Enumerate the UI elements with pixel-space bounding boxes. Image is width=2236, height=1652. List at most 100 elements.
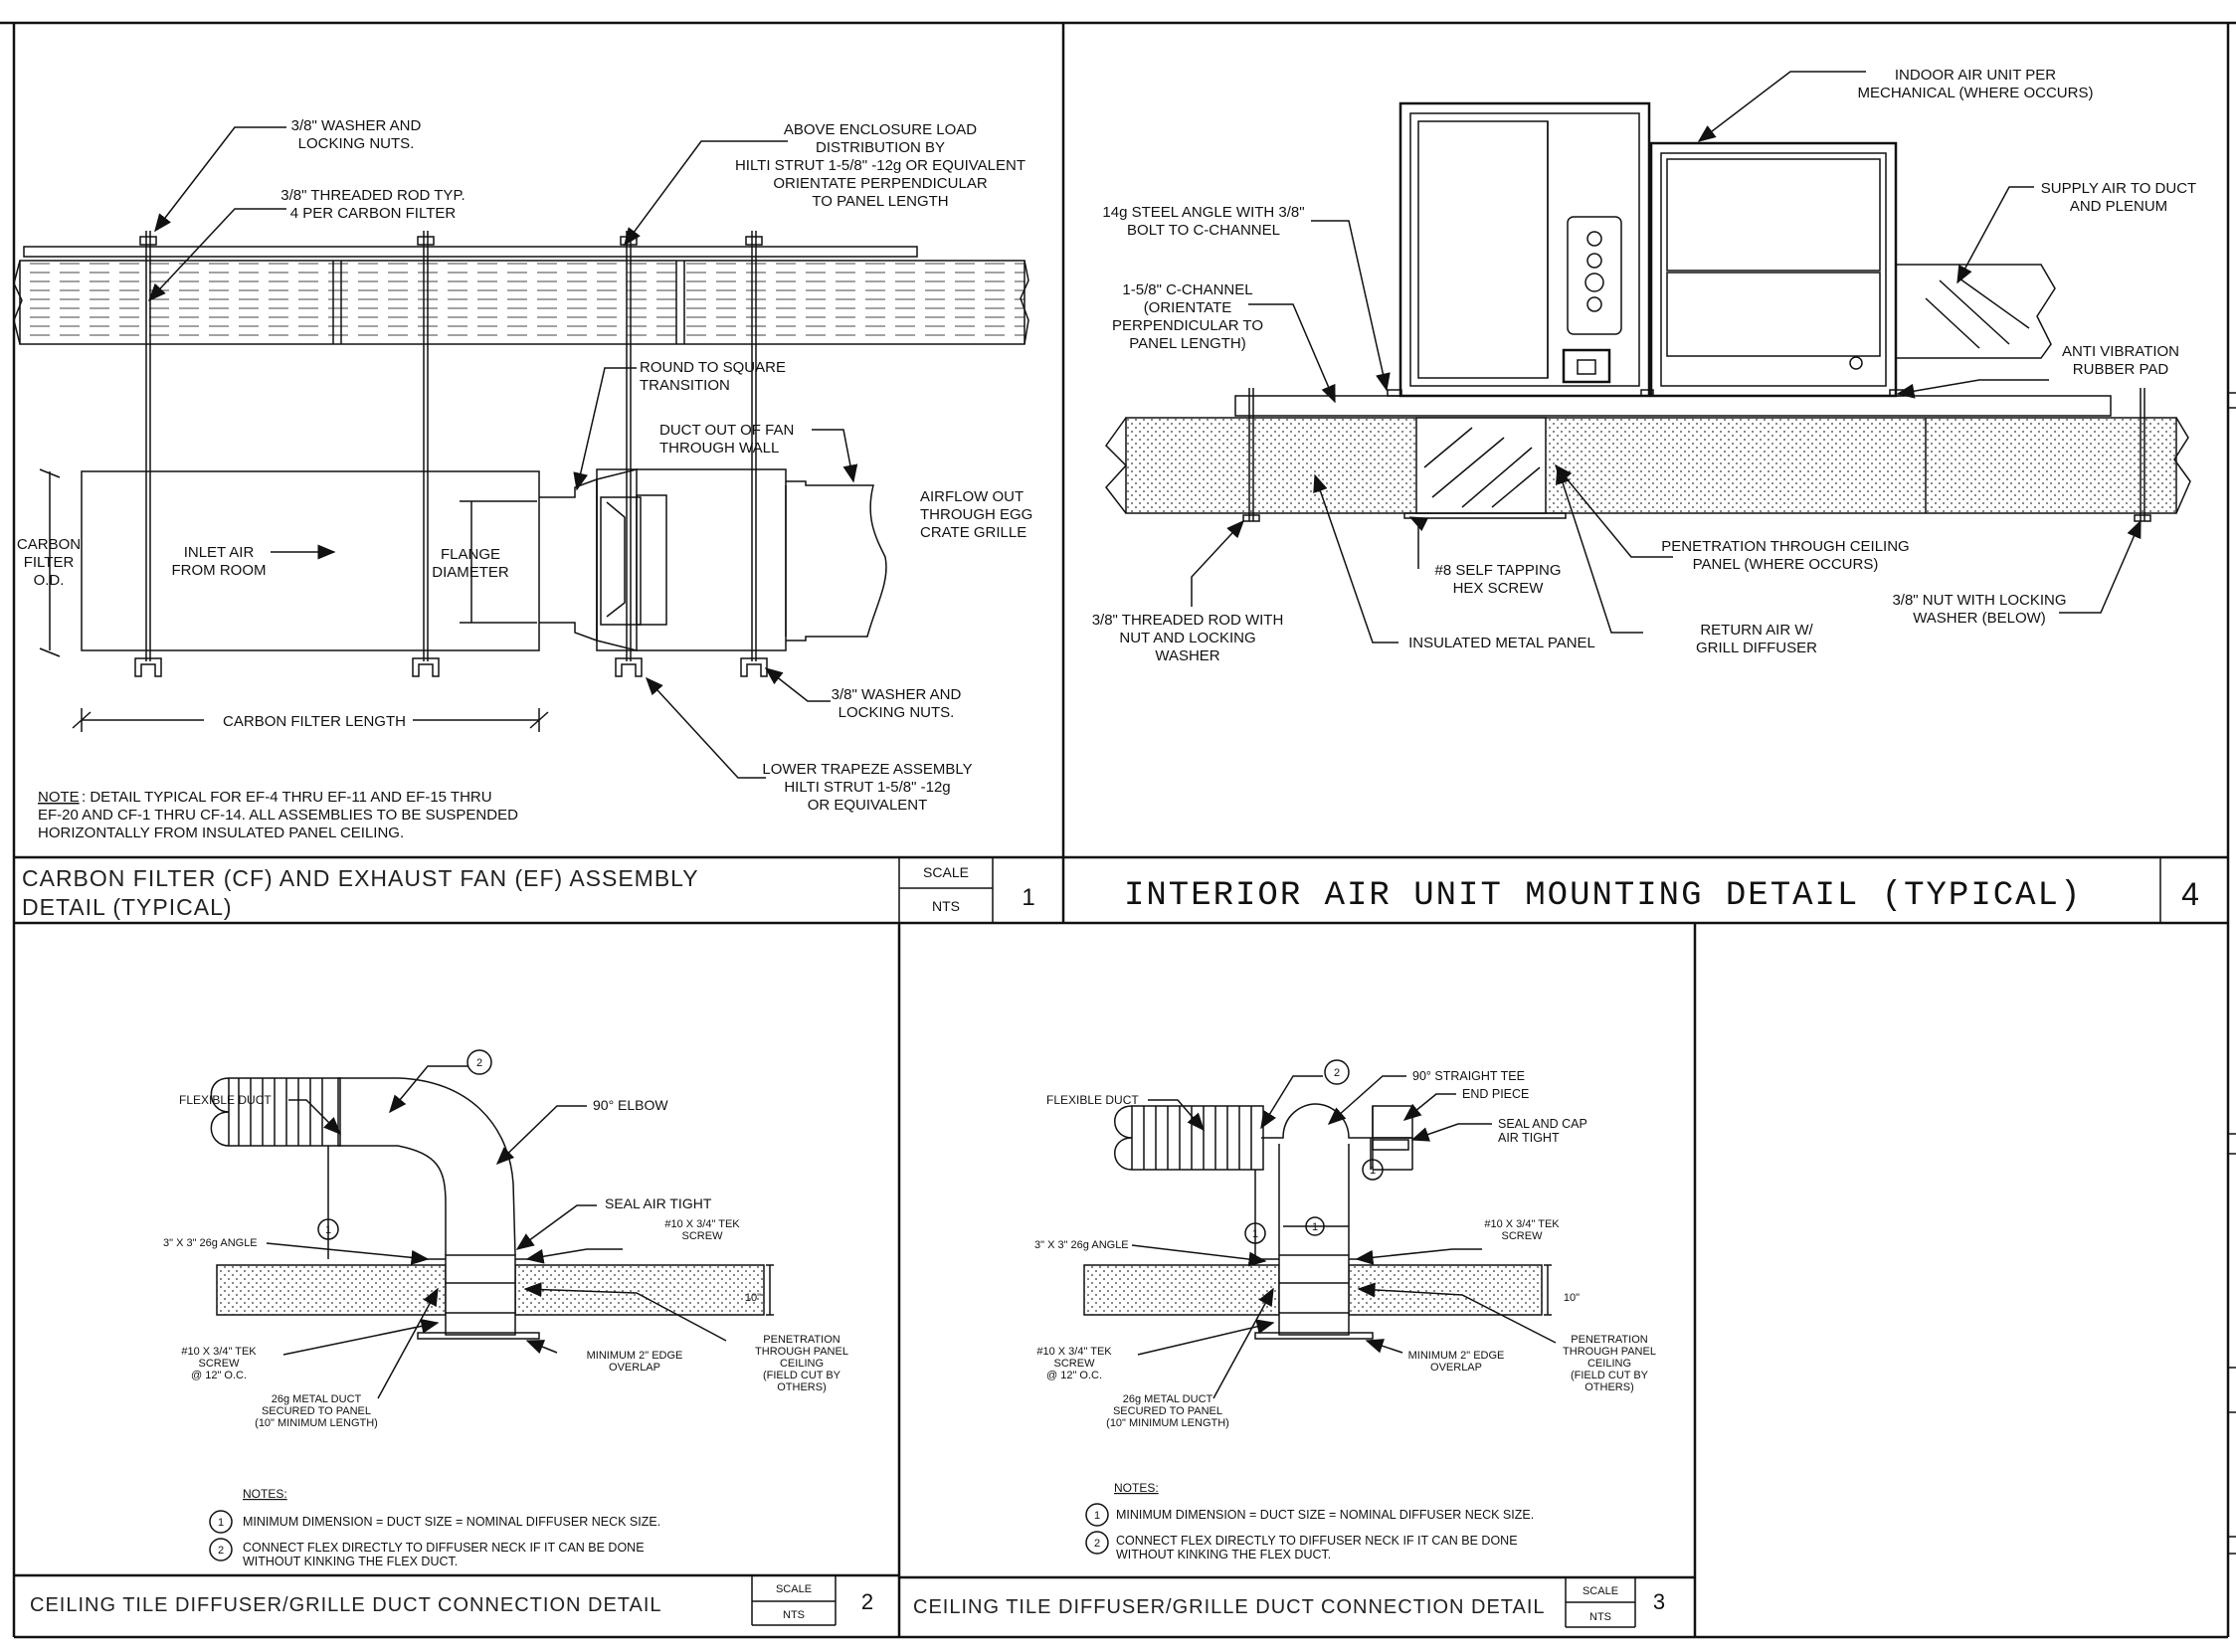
marker-1: 1 (1252, 1228, 1258, 1240)
c-channel (1234, 395, 2112, 417)
nut-label-1: 3/8" NUT WITH LOCKING (1892, 592, 2066, 609)
seal-label: SEAL AIR TIGHT (605, 1195, 712, 1211)
tek-oc-label-2: SCREW (199, 1358, 241, 1370)
inlet-label-2: FROM ROOM (172, 562, 267, 579)
elbow (337, 1077, 516, 1256)
air-unit-left-section (1398, 101, 1651, 398)
supply-air-label-2: AND PLENUM (2070, 198, 2167, 215)
depth-label: 10" (1564, 1292, 1580, 1304)
detail-3-title: CEILING TILE DIFFUSER/GRILLE DUCT CONNEC… (913, 1596, 1546, 1618)
marker-2: 2 (1334, 1067, 1340, 1079)
note-2-line-1: CONNECT FLEX DIRECTLY TO DIFFUSER NECK I… (1116, 1534, 1518, 1548)
airflow-label-2: THROUGH EGG (920, 506, 1032, 523)
trapeze-label-3: OR EQUIVALENT (808, 797, 928, 814)
flexible-duct-label: FLEXIBLE DUCT (1046, 1093, 1139, 1107)
filter-length-label: CARBON FILTER LENGTH (223, 713, 406, 730)
marker-1: 1 (1312, 1221, 1318, 1233)
seal-cap-label-2: AIR TIGHT (1498, 1131, 1560, 1145)
penetration-label-3: CEILING (780, 1358, 824, 1370)
ceiling-panel (1083, 1264, 1280, 1316)
detail-4-title-block: INTERIOR AIR UNIT MOUNTING DETAIL (TYPIC… (1063, 855, 2228, 923)
lower-trapeze-clips (134, 657, 768, 677)
metal-duct-label-1: 26g METAL DUCT (1123, 1393, 1213, 1405)
detail-1-scale-label: SCALE (923, 864, 969, 880)
washer-top-label-1: 3/8" WASHER AND (291, 117, 422, 134)
penetration-label-2: PANEL (WHERE OCCURS) (1693, 556, 1879, 573)
detail-4-interior-air-unit: INDOOR AIR UNIT PER MECHANICAL (WHERE OC… (1063, 67, 2228, 923)
rod-label-1: 3/8" THREADED ROD TYP. (280, 187, 465, 204)
carbon-od-label-1: CARBON (17, 536, 81, 553)
overlap-label-1: MINIMUM 2" EDGE (587, 1350, 683, 1362)
supply-air-duct (1896, 264, 2056, 359)
detail-2-scale-label: SCALE (776, 1583, 812, 1595)
anti-vibration-label-1: ANTI VIBRATION (2062, 343, 2179, 360)
metal-duct-label-1: 26g METAL DUCT (272, 1393, 362, 1405)
flexible-duct (1114, 1105, 1264, 1171)
detail-3-tee-connection: 1 1 1 2 FLEXIBLE DUCT 90° STRAIGHT TEE E… (899, 1059, 1695, 1628)
anti-vibration-label-2: RUBBER PAD (2073, 361, 2169, 378)
flexible-duct-label: FLEXIBLE DUCT (179, 1093, 272, 1107)
detail-1-carbon-filter-assembly: 3/8" WASHER AND LOCKING NUTS. 3/8" THREA… (13, 117, 1063, 923)
steel-angle-label-1: 14g STEEL ANGLE WITH 3/8" (1102, 204, 1304, 221)
threaded-rods (139, 231, 763, 661)
penetration-label-5: OTHERS) (777, 1381, 827, 1393)
outlet-duct (786, 480, 887, 642)
insulated-panel-ceiling (19, 260, 1025, 345)
supply-air-label-1: SUPPLY AIR TO DUCT (2041, 180, 2196, 197)
rod-label-2: 4 PER CARBON FILTER (290, 205, 457, 222)
marker-1: 1 (1370, 1165, 1376, 1177)
seal-cap-label-1: SEAL AND CAP (1498, 1117, 1587, 1131)
tek-label-1: #10 X 3/4" TEK (664, 1218, 740, 1230)
tek-label-1: #10 X 3/4" TEK (1484, 1218, 1560, 1230)
airflow-label-3: CRATE GRILLE (920, 524, 1026, 541)
threaded-rod-label-3: WASHER (1155, 647, 1219, 664)
strut-label-3: HILTI STRUT 1-5/8" -12g OR EQUIVALENT (735, 157, 1025, 174)
penetration-label-1: PENETRATION (763, 1334, 839, 1346)
trapeze-label-1: LOWER TRAPEZE ASSEMBLY (762, 761, 972, 778)
return-air-label-2: GRILL DIFFUSER (1696, 640, 1817, 656)
note-line-3: HORIZONTALLY FROM INSULATED PANEL CEILIN… (38, 825, 404, 841)
upper-strut (23, 246, 918, 258)
penetration-label-1: PENETRATION (1571, 1334, 1647, 1346)
nut-label-2: WASHER (BELOW) (1913, 610, 2046, 627)
washer-bottom-label-2: LOCKING NUTS. (838, 704, 955, 721)
tek-oc-label-3: @ 12" O.C. (1046, 1370, 1102, 1381)
air-unit-right-section (1649, 141, 1898, 398)
flange-label-1: FLANGE (441, 546, 500, 563)
note-1: MINIMUM DIMENSION = DUCT SIZE = NOMINAL … (1116, 1508, 1534, 1522)
overlap-label-2: OVERLAP (1430, 1362, 1482, 1374)
indoor-unit-label-1: INDOOR AIR UNIT PER (1895, 67, 2056, 84)
strut-label-4: ORIENTATE PERPENDICULAR (773, 175, 987, 192)
detail-3-scale-label: SCALE (1583, 1585, 1618, 1597)
depth-label: 10" (745, 1292, 761, 1304)
metal-duct-label-2: SECURED TO PANEL (262, 1405, 371, 1417)
note-label: NOTE (38, 789, 80, 806)
marker-2: 2 (476, 1057, 482, 1069)
penetration-label-1: PENETRATION THROUGH CEILING (1661, 538, 1909, 555)
detail-4-number: 4 (2181, 876, 2199, 912)
detail-3-scale-value: NTS (1589, 1611, 1611, 1623)
note-2-line-2: WITHOUT KINKING THE FLEX DUCT. (243, 1555, 458, 1568)
sheet-frame (0, 21, 2236, 1639)
detail-2-number: 2 (861, 1589, 873, 1614)
transition-label-2: TRANSITION (640, 377, 730, 394)
trapeze-label-2: HILTI STRUT 1-5/8" -12g (784, 779, 950, 796)
penetration-label-2: THROUGH PANEL (755, 1346, 848, 1358)
note-line-1: : DETAIL TYPICAL FOR EF-4 THRU EF-11 AND… (82, 789, 492, 806)
tek-oc-label-1: #10 X 3/4" TEK (181, 1346, 257, 1358)
insulated-metal-panel (1125, 417, 2177, 514)
metal-duct-label-2: SECURED TO PANEL (1113, 1405, 1222, 1417)
detail-2-elbow-connection: 1 2 FLEXIBLE DUCT 90° ELBOW SEAL AIR TIG… (14, 1049, 899, 1626)
detail-3-number: 3 (1653, 1589, 1665, 1614)
carbon-od-label-2: FILTER (24, 554, 75, 571)
self-tapping-label-2: HEX SCREW (1453, 580, 1545, 597)
airflow-label-1: AIRFLOW OUT (920, 488, 1024, 505)
insulated-panel-label: INSULATED METAL PANEL (1408, 635, 1595, 651)
detail-1-title-block: CARBON FILTER (CF) AND EXHAUST FAN (EF) … (14, 855, 1063, 923)
detail-2-title-block: CEILING TILE DIFFUSER/GRILLE DUCT CONNEC… (14, 1573, 899, 1626)
flexible-duct (210, 1077, 341, 1147)
c-channel-label-1: 1-5/8" C-CHANNEL (1122, 281, 1252, 298)
metal-duct-label-3: (10" MINIMUM LENGTH) (255, 1417, 378, 1429)
detail-1-number: 1 (1022, 884, 1034, 911)
round-to-square-transition (539, 477, 598, 642)
